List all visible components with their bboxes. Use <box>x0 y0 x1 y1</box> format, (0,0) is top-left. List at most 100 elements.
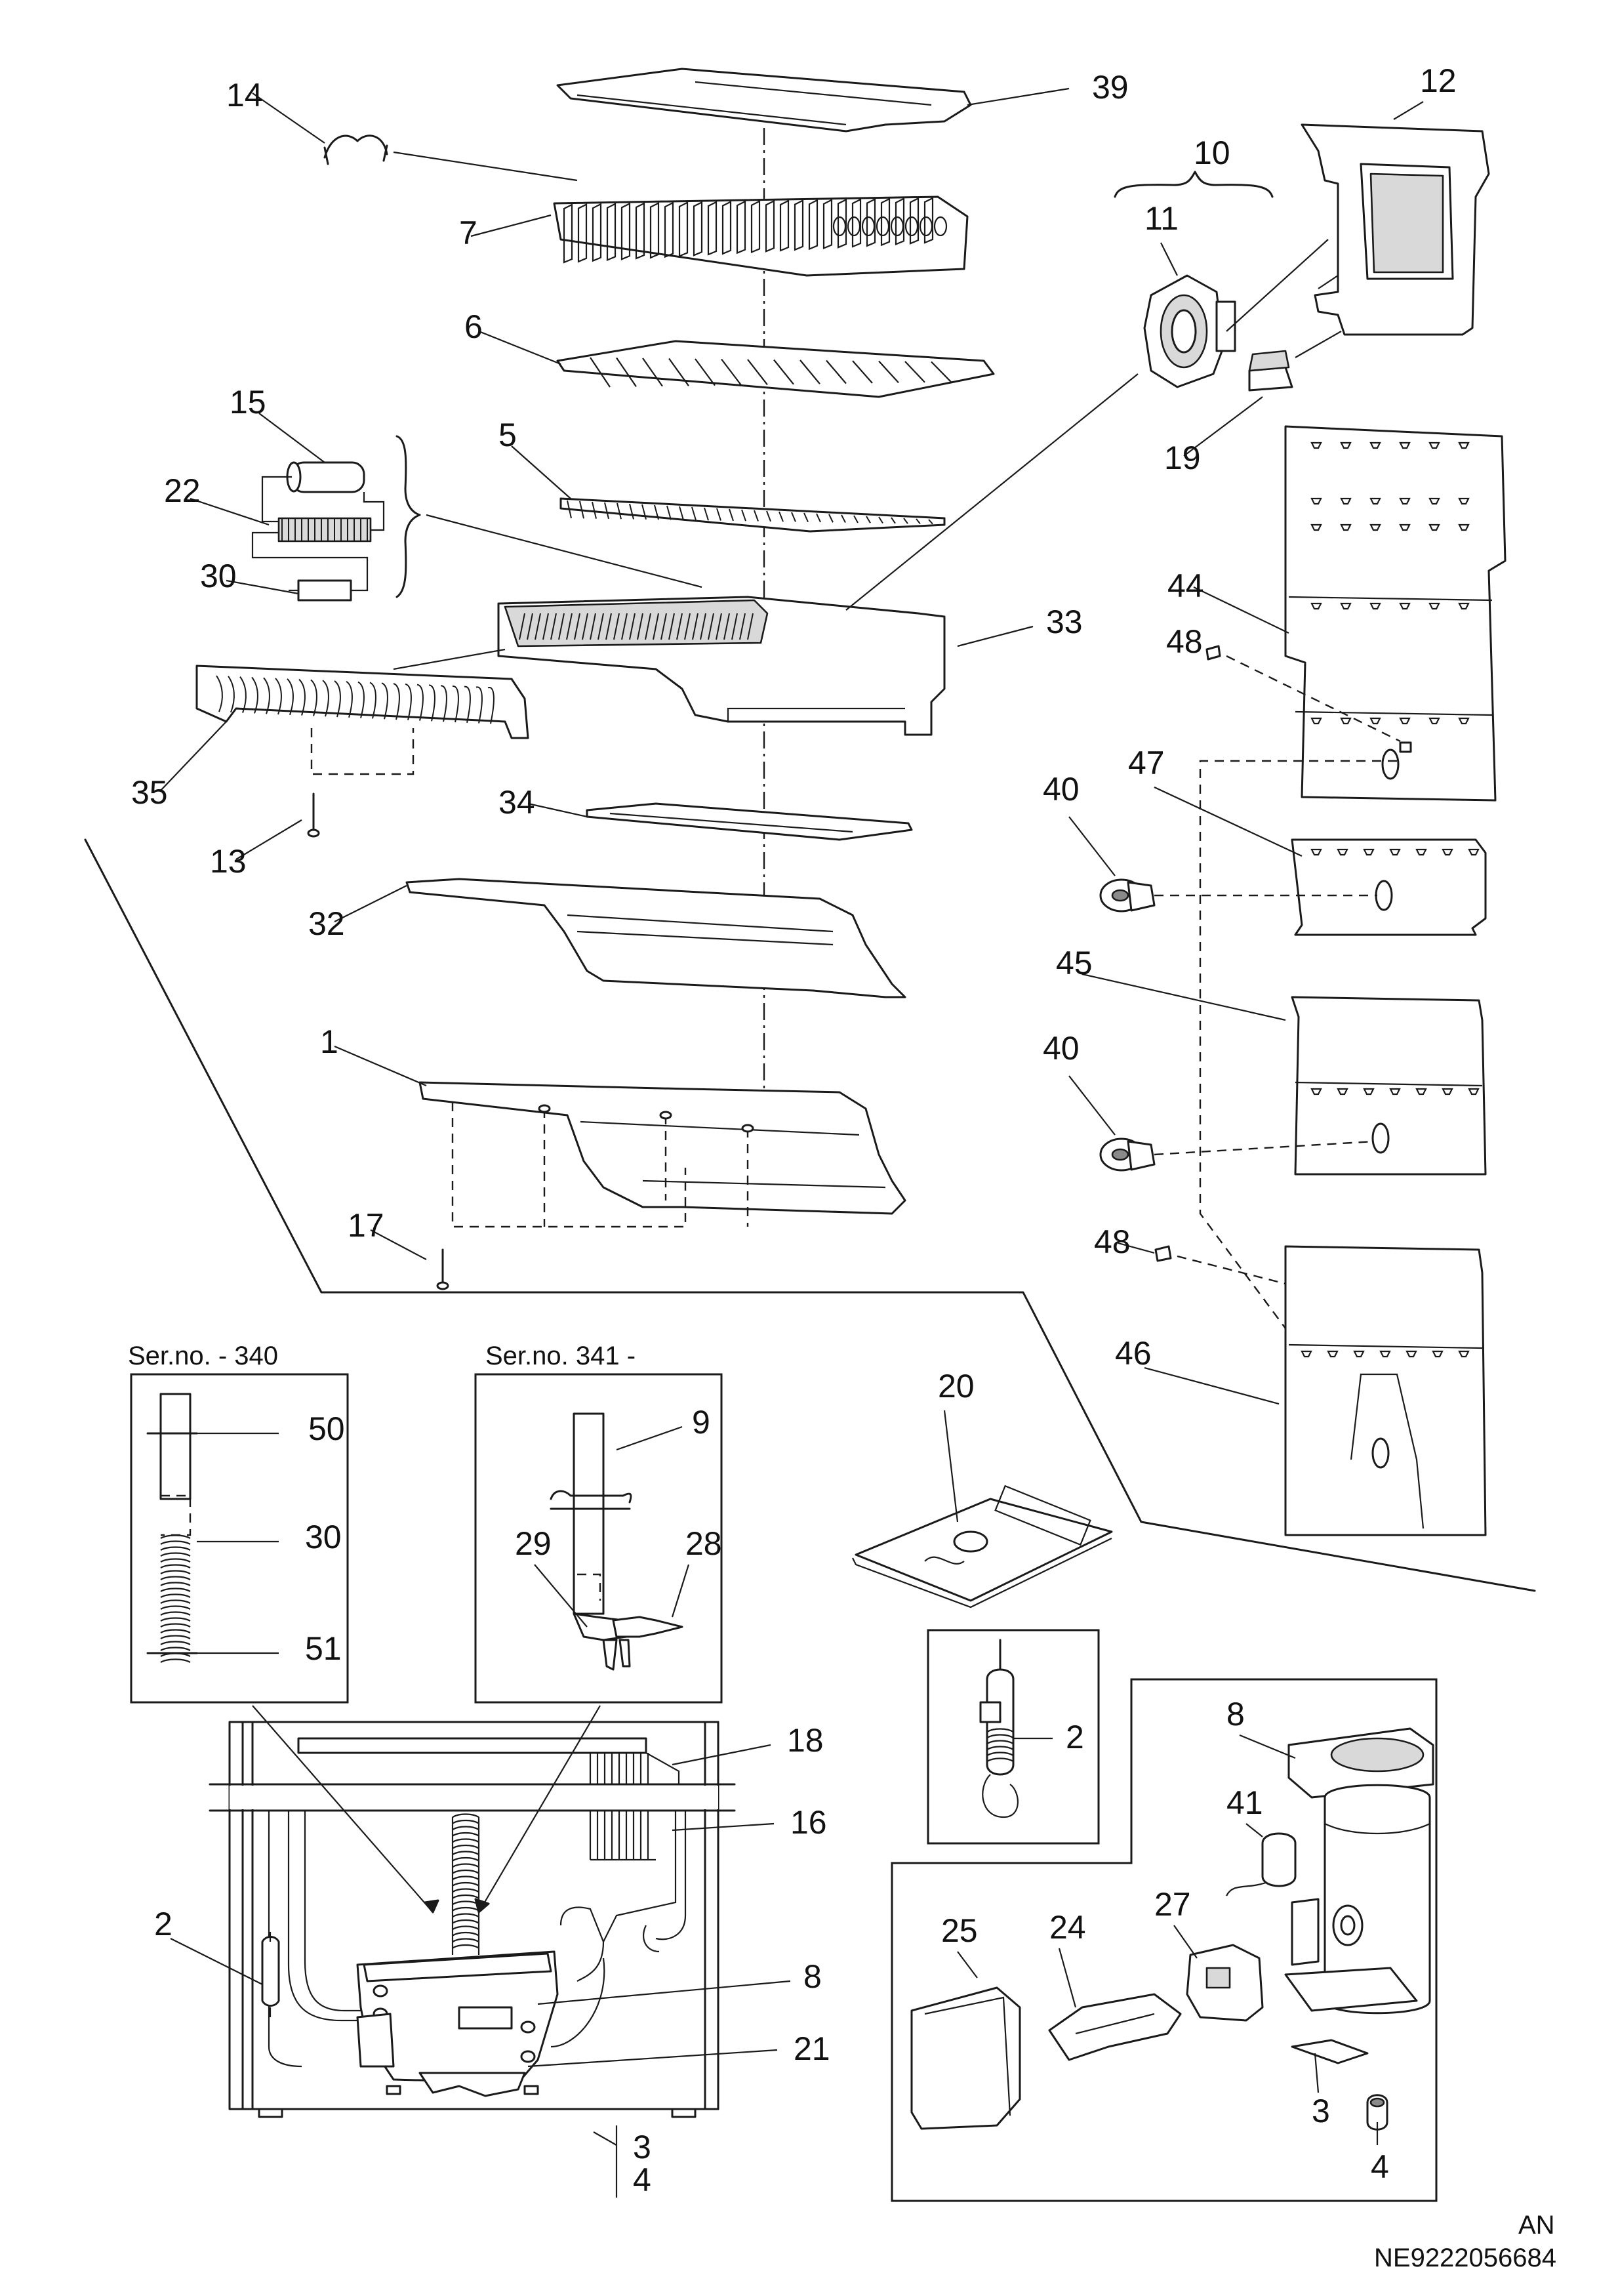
leader-line-c48b <box>1118 1242 1155 1254</box>
callout-c33: 33 <box>1046 604 1083 640</box>
panel-46-tabs <box>1301 1350 1470 1358</box>
callout-c30a: 30 <box>200 558 237 594</box>
heater-coil <box>281 518 368 541</box>
drier-detail-box <box>927 1629 1100 1845</box>
callout-c39: 39 <box>1092 69 1129 106</box>
leader-line-c34 <box>527 802 588 818</box>
leader-line-c22 <box>190 497 270 526</box>
leader-line-c40b <box>1068 1075 1116 1136</box>
leader-line-c41 <box>1245 1823 1263 1837</box>
leader-line-c24 <box>1058 1948 1077 2008</box>
callout-c22: 22 <box>164 472 201 509</box>
callout-c47: 47 <box>1128 745 1165 781</box>
callout-c19: 19 <box>1164 440 1201 476</box>
callout-c17: 17 <box>348 1207 384 1244</box>
callout-c34: 34 <box>498 784 535 821</box>
leader-line-c33 <box>957 625 1034 647</box>
callout-c40a: 40 <box>1043 771 1080 808</box>
panel-45-tabs <box>1310 1088 1480 1096</box>
leader-line-c28 <box>671 1564 690 1618</box>
leader-line-c32 <box>334 885 407 922</box>
callout-c28: 28 <box>685 1525 722 1562</box>
leader-line-c7 <box>470 214 552 237</box>
part-34-tray <box>586 802 913 841</box>
part-35-front-grille <box>195 665 529 775</box>
serial-before-label: Ser.no. - 340 <box>128 1342 278 1370</box>
brace-10 <box>1114 171 1329 332</box>
callout-c24: 24 <box>1049 1909 1086 1946</box>
part-47-panel <box>1291 838 1487 936</box>
callout-c18: 18 <box>787 1722 824 1759</box>
part-44-back-panel <box>1284 425 1507 802</box>
callout-c30b: 30 <box>305 1519 342 1555</box>
leader-line-c16 <box>672 1822 775 1832</box>
part-33-evaporator-housing <box>393 373 1139 736</box>
wire-shelf-rods <box>590 357 952 388</box>
part-32-shelf <box>405 878 906 998</box>
callout-c40b: 40 <box>1043 1030 1080 1067</box>
callout-c8a: 8 <box>1226 1696 1245 1732</box>
part-48-clip-upper <box>1205 645 1412 753</box>
part-12-fan-housing <box>1301 123 1490 336</box>
callout-c6: 6 <box>464 308 483 345</box>
leader-line-c27 <box>1173 1925 1198 1959</box>
part-45-panel <box>1291 996 1487 1176</box>
leader-line-c14 <box>252 92 325 144</box>
callout-c3a: 3 <box>1312 2093 1330 2129</box>
callout-c12: 12 <box>1420 62 1457 99</box>
callout-c44: 44 <box>1167 567 1204 604</box>
callout-c48a: 48 <box>1166 623 1203 660</box>
part-5-grille <box>559 497 946 533</box>
callout-c5: 5 <box>498 417 517 453</box>
leader-line-c30a <box>226 579 299 595</box>
part-17-screw <box>436 1248 449 1290</box>
serial-after-label: Ser.no. 341 - <box>485 1342 636 1370</box>
drawing-footer: AN NE9222056684 <box>1374 2211 1556 2272</box>
leader-line-c20 <box>943 1410 959 1523</box>
part-6-wire-shelf <box>556 340 995 398</box>
evaporator-fins <box>563 197 948 264</box>
grille-teeth <box>567 500 933 525</box>
leader-line-c5 <box>511 445 571 499</box>
part-40-lamp-lower <box>1099 1138 1375 1172</box>
callout-c15: 15 <box>230 384 266 420</box>
leader-line-c21 <box>527 2049 778 2068</box>
leader-line-c40a <box>1068 816 1116 876</box>
leader-line-c9 <box>616 1425 683 1451</box>
drier-coil <box>986 1728 1014 1762</box>
part-13-screw <box>307 792 320 838</box>
leader-line-c35 <box>160 721 227 791</box>
callout-c20: 20 <box>938 1368 975 1404</box>
callout-c13: 13 <box>210 843 247 880</box>
housing-fins <box>519 613 754 640</box>
footer-drawing-number: NE9222056684 <box>1374 2244 1556 2272</box>
leader-line-c8b <box>537 1980 791 2005</box>
panel-44-tabs <box>1310 441 1470 725</box>
capillary-tube-coil <box>451 1813 480 1955</box>
serial-before-340-box: Ser.no. - 340 <box>128 1342 349 1704</box>
part-20-manual <box>852 1485 1113 1609</box>
callout-c1: 1 <box>320 1023 338 1060</box>
leader-line-c11 <box>1160 242 1178 276</box>
panel-47-tabs <box>1310 848 1480 856</box>
callout-c3b: 3 <box>633 2129 651 2165</box>
callout-c46: 46 <box>1115 1335 1152 1372</box>
leader-line-c25 <box>957 1951 978 1978</box>
callout-c11: 11 <box>1144 200 1179 237</box>
callout-c4b: 4 <box>633 2162 651 2198</box>
leader-line-c15 <box>258 413 325 463</box>
serial-after-341-box: Ser.no. 341 - <box>474 1342 723 1704</box>
callout-c16: 16 <box>790 1804 827 1841</box>
leader-line-c12 <box>1393 101 1424 120</box>
capillary-coil <box>160 1534 191 1663</box>
leader-line-c2b <box>170 1938 263 1985</box>
front-grille-slats <box>216 675 495 724</box>
leader-line-c47 <box>1154 787 1303 857</box>
leader-line-c13 <box>235 819 302 860</box>
leader-line-c18 <box>672 1744 771 1766</box>
callout-c21: 21 <box>794 2030 830 2067</box>
callout-c32: 32 <box>308 905 345 942</box>
callout-c9: 9 <box>692 1404 710 1441</box>
callout-c2a: 2 <box>1066 1719 1084 1755</box>
part-7-evaporator-coil <box>553 195 969 277</box>
